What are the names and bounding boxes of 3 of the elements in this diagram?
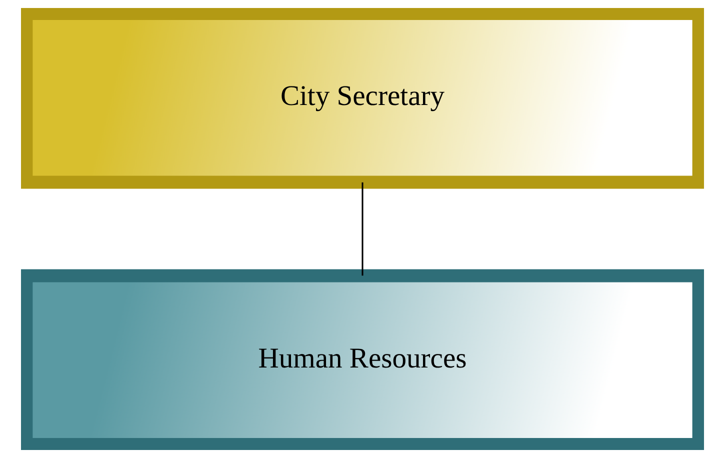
node-box: Human Resources [21, 269, 704, 450]
node-box: City Secretary [21, 8, 704, 189]
connector [362, 182, 364, 276]
